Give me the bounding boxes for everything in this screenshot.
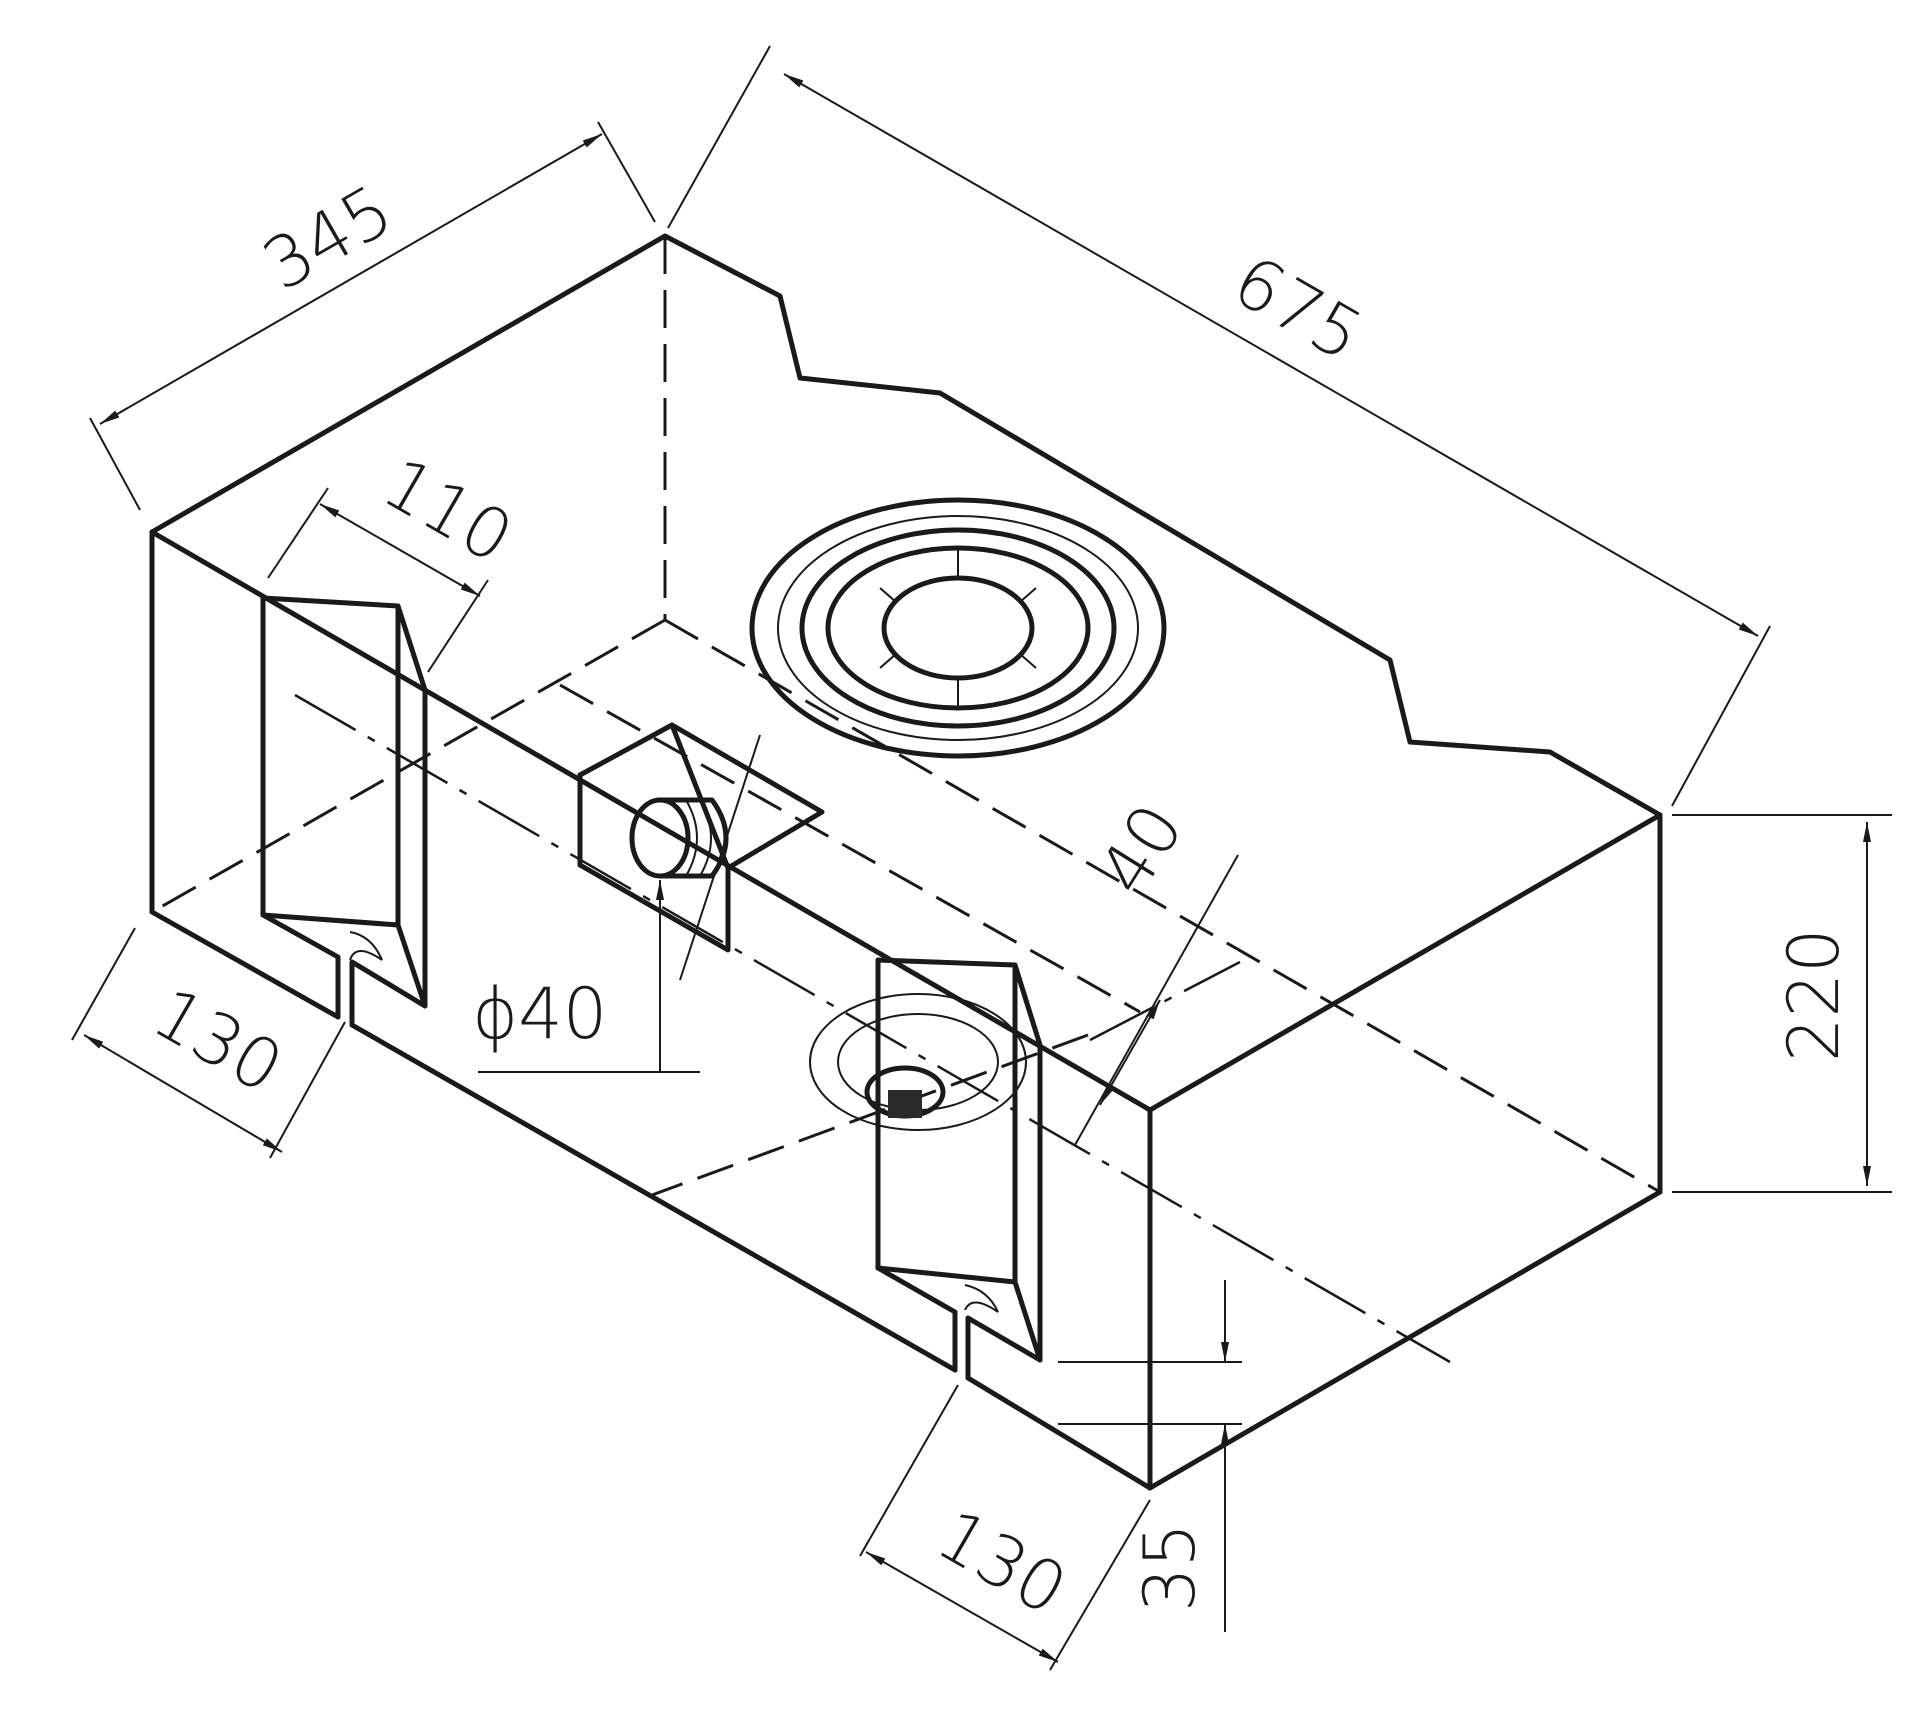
dim-345-label: 345 — [250, 169, 407, 307]
top-fitting — [749, 497, 1167, 759]
dim-130-right-label: 130 — [924, 1494, 1081, 1632]
dim-35: 35 — [1058, 1280, 1242, 1632]
dim-35-label: 35 — [1129, 1523, 1211, 1612]
left-slot — [260, 595, 428, 1028]
dim-phi40: ϕ40 — [472, 734, 761, 1073]
dim-345: 345 — [89, 121, 656, 511]
dim-675-label: 675 — [1220, 240, 1377, 378]
dim-220: 220 — [1672, 814, 1892, 1193]
front-bottom-edge — [149, 909, 1153, 1491]
dim-220-label: 220 — [1773, 928, 1855, 1062]
hidden-edges — [151, 236, 1661, 1197]
dim-110-label: 110 — [370, 442, 527, 580]
dim-40-label: 40 — [1083, 790, 1200, 909]
top-face-outline — [149, 233, 1663, 1113]
dim-130-left: 130 — [71, 927, 346, 1159]
right-bottom-edge — [1147, 1189, 1663, 1491]
dim-130-right: 130 — [859, 1384, 1151, 1671]
bottom-drain — [809, 993, 1027, 1131]
dim-675: 675 — [667, 45, 1771, 807]
tank-body — [149, 233, 1663, 1491]
dim-phi40-label: ϕ40 — [472, 973, 607, 1055]
dim-40: 40 — [1074, 790, 1239, 1146]
right-slot — [875, 957, 1043, 1381]
dim-130-left-label: 130 — [140, 972, 297, 1110]
center-lines — [294, 693, 1451, 1364]
